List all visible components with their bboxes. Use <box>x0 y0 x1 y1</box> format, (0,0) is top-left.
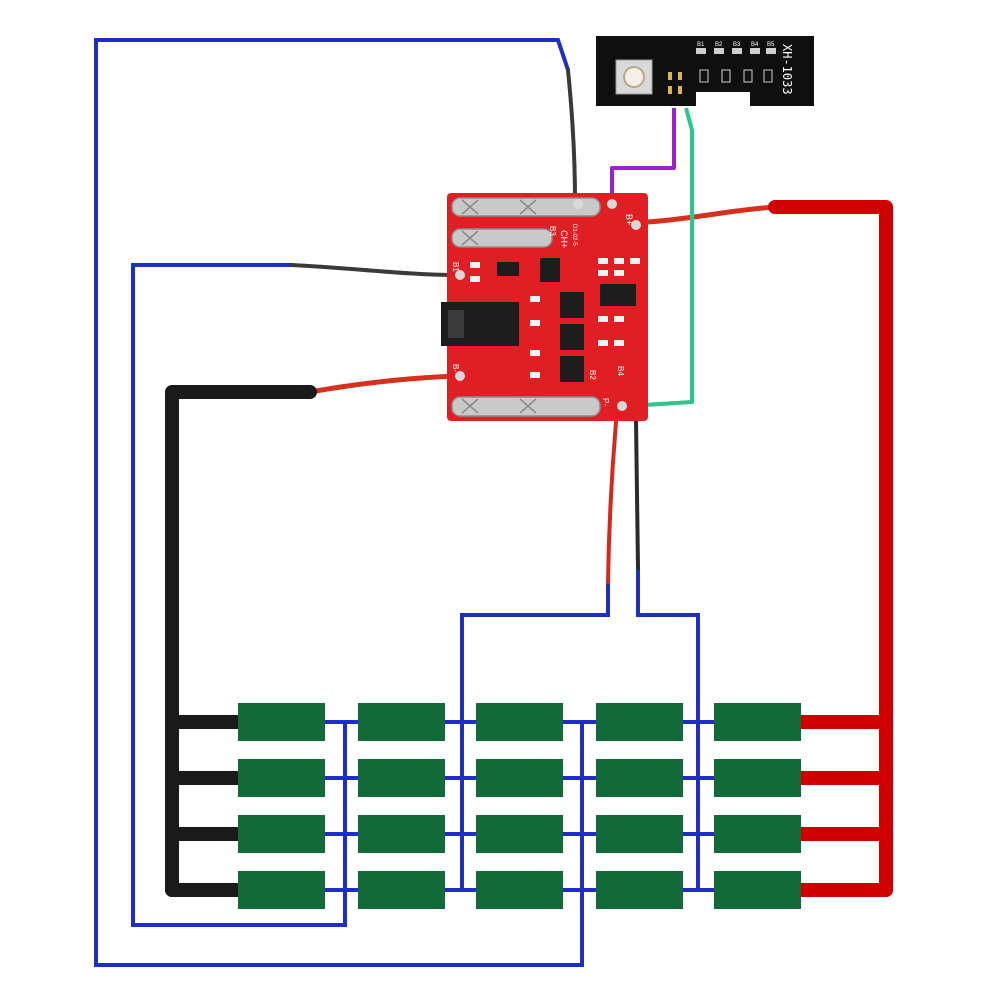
green-signal-wire <box>627 107 694 408</box>
battery-cell <box>238 759 325 797</box>
battery-cell <box>238 871 325 909</box>
lead-wire-pminus-black <box>634 418 640 570</box>
bms-pad-label-pminus: P- <box>601 398 610 406</box>
lead-wire-b1 <box>290 263 457 277</box>
indicator-model-label: XH-1033 <box>780 44 794 95</box>
indicator-led-label-3: B3 <box>733 42 741 48</box>
battery-cell <box>476 815 563 853</box>
solder-pads <box>455 199 641 411</box>
battery-cell <box>596 871 683 909</box>
positive-bus-main <box>768 200 893 897</box>
battery-cell <box>596 703 683 741</box>
lead-wire-bminus <box>307 373 458 395</box>
battery-cell <box>476 759 563 797</box>
bms-pad-label-b1: B1 <box>451 262 460 272</box>
lead-wire-bplus <box>645 204 778 225</box>
battery-cell <box>596 815 683 853</box>
mosfet-icon <box>560 292 584 382</box>
indicator-led-label-2: B2 <box>715 42 723 48</box>
negative-bus <box>165 385 317 897</box>
signal-wires <box>610 107 694 408</box>
blue-wire-outer <box>94 38 584 967</box>
bms-board: CH+ D1-02-5 B3 B+ B1 B- B2 B4 P- <box>441 193 648 421</box>
battery-cell <box>238 703 325 741</box>
battery-cell <box>476 871 563 909</box>
lead-wire-b3 <box>566 68 577 202</box>
battery-cell-grid <box>238 703 801 909</box>
bms-pad-label-b4: B4 <box>616 366 625 376</box>
thin-lead-wires <box>290 68 778 584</box>
battery-cell <box>238 815 325 853</box>
battery-cell <box>714 815 801 853</box>
battery-cell <box>714 703 801 741</box>
led-icon <box>732 48 742 54</box>
bms-pad-label-b2: B2 <box>588 370 597 380</box>
indicator-board: B1 B2 B3 B4 B5 XH-1033 <box>596 36 814 106</box>
blue-wire-center-right <box>636 568 700 722</box>
bms-pad-label-b3: B3 <box>548 226 557 236</box>
nickel-tabs <box>451 197 601 417</box>
battery-cell <box>596 759 683 797</box>
purple-signal-wire <box>610 108 676 200</box>
led-icon <box>696 48 706 54</box>
dc-jack-icon <box>441 302 519 346</box>
bms-board-body <box>447 193 648 421</box>
led-icons <box>696 48 776 83</box>
indicator-led-label-1: B1 <box>697 42 705 48</box>
bms-silk-top: CH+ <box>559 230 569 248</box>
cell-row-1 <box>238 703 801 741</box>
battery-cell <box>358 703 445 741</box>
battery-cell <box>714 871 801 909</box>
push-button-icon <box>615 59 653 95</box>
bms-silk-code: D1-02-5 <box>571 224 577 246</box>
indicator-led-label-4: B4 <box>751 42 759 48</box>
bms-pad-label-bminus: B- <box>451 364 460 372</box>
led-icon <box>766 48 776 54</box>
blue-wire-center <box>460 582 610 722</box>
battery-cell <box>476 703 563 741</box>
cell-row-2 <box>238 759 801 797</box>
blue-wires <box>94 38 714 967</box>
chip-icon <box>497 258 636 306</box>
indicator-led-label-5: B5 <box>767 42 775 48</box>
header-pins <box>668 72 682 94</box>
lead-wire-pminus-red <box>606 420 618 584</box>
smd-components <box>470 258 640 378</box>
bms-pad-label-bplus: B+ <box>624 214 634 225</box>
battery-cell <box>714 759 801 797</box>
led-icon <box>714 48 724 54</box>
positive-bus <box>768 200 893 897</box>
cell-row-3 <box>238 815 801 853</box>
battery-cell <box>358 871 445 909</box>
blue-row-links <box>325 720 714 892</box>
battery-cell <box>358 759 445 797</box>
battery-cell <box>358 815 445 853</box>
led-icon <box>750 48 760 54</box>
cell-row-4 <box>238 871 801 909</box>
